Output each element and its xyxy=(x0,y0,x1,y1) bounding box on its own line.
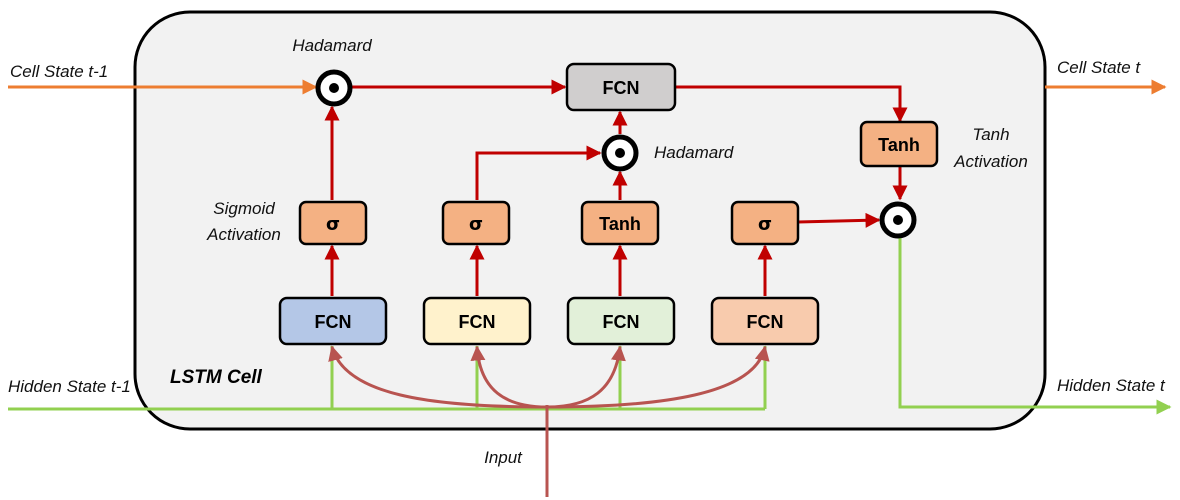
fcn-output-label: FCN xyxy=(747,312,784,332)
sigma-forget-label: σ xyxy=(326,214,340,235)
sigma-output-box: σ xyxy=(730,200,800,246)
fcn-candidate-box: FCN xyxy=(566,296,676,346)
sigmoid-label-line1: Sigmoid xyxy=(213,199,275,218)
input-curves xyxy=(328,345,770,497)
tanh-output-box: Tanh xyxy=(859,120,939,168)
fcn-input-label: FCN xyxy=(459,312,496,332)
fcn-input-box: FCN xyxy=(422,296,532,346)
fcn-forget-box: FCN xyxy=(278,296,388,346)
fcn-output-box: FCN xyxy=(710,296,820,346)
tanh-output-label: Tanh xyxy=(878,135,920,155)
cell-state-out-label: Cell State t xyxy=(1057,58,1141,77)
hadamard-top-label: Hadamard xyxy=(292,36,372,55)
input-label: Input xyxy=(484,448,523,467)
tanh-candidate-box: Tanh xyxy=(580,200,660,246)
cell-state-in-label: Cell State t-1 xyxy=(10,62,108,81)
sigma-input-label: σ xyxy=(469,214,483,235)
tanh-activation-line1: Tanh xyxy=(972,125,1009,144)
hadamard-node-input xyxy=(601,134,639,172)
fcn-forget-label: FCN xyxy=(315,312,352,332)
sigma-forget-box: σ xyxy=(298,200,368,246)
sigma-input-box: σ xyxy=(441,200,511,246)
sigmoid-label-line2: Activation xyxy=(206,225,281,244)
sigma-output-label: σ xyxy=(758,214,772,235)
fcn-top-label: FCN xyxy=(603,78,640,98)
hidden-state-in-label: Hidden State t-1 xyxy=(8,377,131,396)
hadamard-mid-label: Hadamard xyxy=(654,143,734,162)
internal-flow-lines xyxy=(324,79,908,296)
hidden-state-out-label: Hidden State t xyxy=(1057,376,1166,395)
fcn-top-box: FCN xyxy=(565,62,677,112)
hadamard-node-forget xyxy=(315,69,353,107)
tanh-candidate-label: Tanh xyxy=(599,214,641,234)
hadamard-node-output xyxy=(879,201,917,239)
fcn-candidate-label: FCN xyxy=(603,312,640,332)
lstm-cell-title: LSTM Cell xyxy=(170,367,263,388)
tanh-activation-line2: Activation xyxy=(953,152,1028,171)
